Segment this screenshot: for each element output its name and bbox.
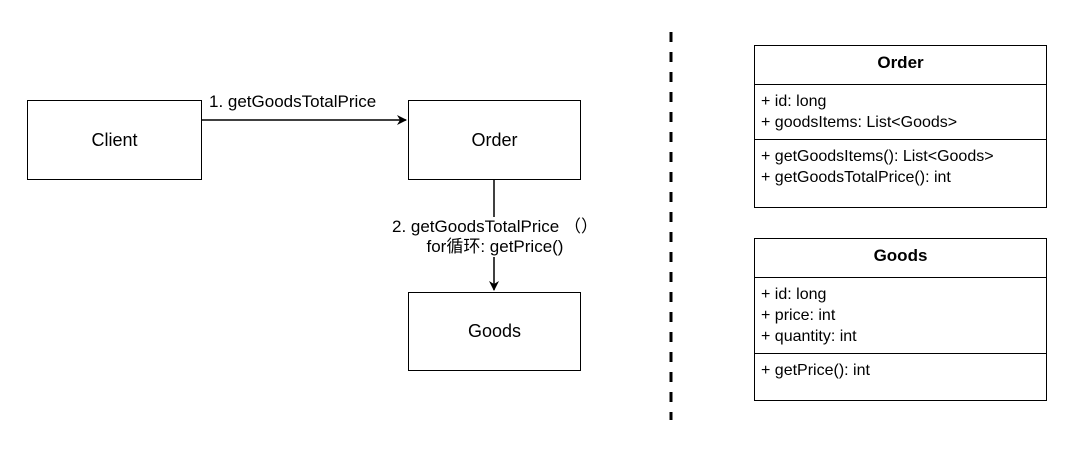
order-method: + getGoodsItems(): List<Goods> (761, 148, 994, 165)
goods-attribute: + quantity: int (761, 328, 857, 345)
goods-node-label: Goods (467, 321, 522, 341)
client-node-label: Client (91, 129, 138, 150)
call-1-label: 1. getGoodsTotalPrice (209, 92, 376, 112)
order-method: + getGoodsTotalPrice(): int (761, 169, 951, 186)
order-class-attributes: + id: long + goodsItems: List<Goods> (755, 85, 1046, 139)
client-node: Client (27, 100, 202, 180)
order-class-name: Order (755, 46, 1046, 85)
call-1-text: 1. getGoodsTotalPrice (209, 92, 377, 111)
order-attribute: + goodsItems: List<Goods> (761, 114, 958, 131)
goods-class-attributes: + id: long + price: int + quantity: int (755, 278, 1046, 353)
call-2-line-2: for循环: getPrice() (426, 237, 564, 256)
goods-class-methods: + getPrice(): int (755, 353, 1046, 387)
goods-method: + getPrice(): int (761, 362, 870, 379)
goods-class-name: Goods (755, 239, 1046, 278)
call-2-label: 2. getGoodsTotalPrice （） for循环: getPrice… (384, 217, 606, 257)
call-2-line-1: 2. getGoodsTotalPrice （） (392, 217, 598, 236)
goods-node: Goods (408, 292, 581, 371)
order-class-methods: + getGoodsItems(): List<Goods> + getGood… (755, 139, 1046, 194)
goods-class-box: Goods + id: long + price: int + quantity… (754, 238, 1047, 401)
goods-attribute: + id: long (761, 286, 827, 303)
goods-attribute: + price: int (761, 307, 836, 324)
order-node: Order (408, 100, 581, 180)
order-class-box: Order + id: long + goodsItems: List<Good… (754, 45, 1047, 208)
order-node-label: Order (471, 129, 518, 150)
order-attribute: + id: long (761, 93, 827, 110)
